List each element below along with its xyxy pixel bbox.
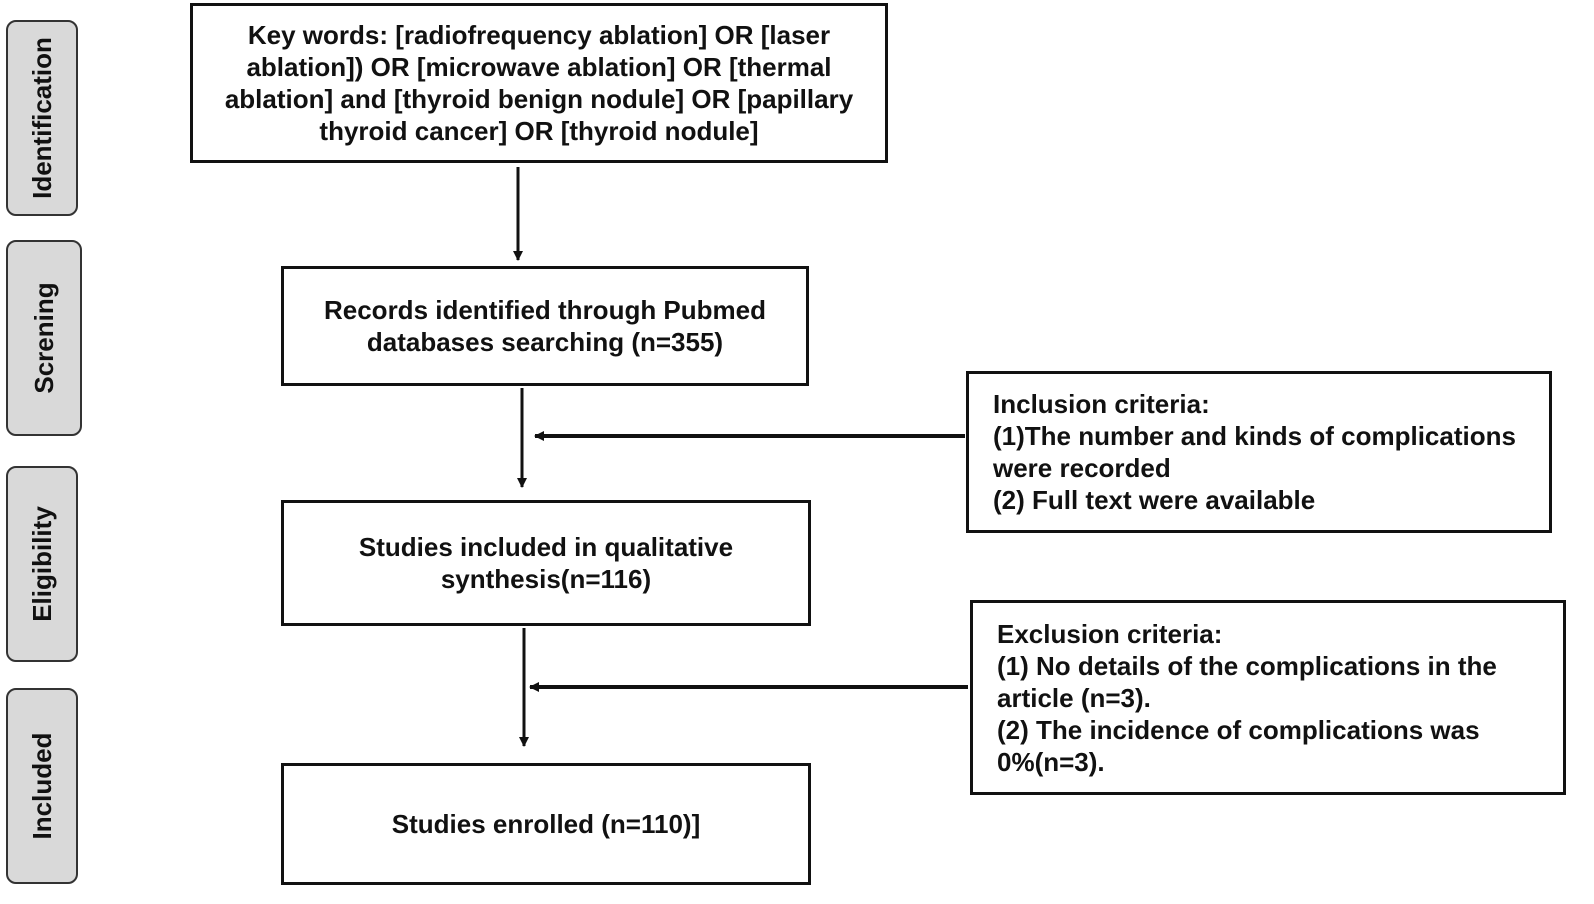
records-box: Records identified through Pubmed databa… bbox=[281, 266, 809, 386]
studies-enrolled-box: Studies enrolled (n=110)] bbox=[281, 763, 811, 885]
studies-included-box: Studies included in qualitative synthesi… bbox=[281, 500, 811, 626]
inclusion-criteria-title: Inclusion criteria: bbox=[993, 389, 1210, 419]
stage-eligibility: Eligibility bbox=[6, 466, 78, 662]
inclusion-criteria-item-2: (2) Full text were available bbox=[993, 485, 1316, 515]
exclusion-criteria-item-2: (2) The incidence of complications was 0… bbox=[997, 714, 1480, 777]
stage-included: Included bbox=[6, 688, 78, 884]
keywords-text: Key words: [radiofrequency ablation] OR … bbox=[224, 20, 854, 146]
studies-enrolled-text: Studies enrolled (n=110)] bbox=[391, 809, 701, 839]
keywords-box: Key words: [radiofrequency ablation] OR … bbox=[190, 3, 888, 163]
inclusion-criteria-item-1: (1)The number and kinds of complications… bbox=[993, 421, 1516, 483]
exclusion-criteria-item-1: (1) No details of the complications in t… bbox=[997, 650, 1497, 713]
exclusion-criteria-box: Exclusion criteria: (1) No details of th… bbox=[970, 600, 1566, 795]
exclusion-criteria-title: Exclusion criteria: bbox=[997, 618, 1223, 649]
inclusion-criteria-box: Inclusion criteria: (1)The number and ki… bbox=[966, 371, 1552, 533]
stage-identification: Identification bbox=[6, 20, 78, 216]
records-text: Records identified through Pubmed databa… bbox=[323, 295, 766, 357]
stage-screening: Screning bbox=[6, 240, 82, 436]
studies-included-text: Studies included in qualitative synthesi… bbox=[358, 532, 734, 594]
